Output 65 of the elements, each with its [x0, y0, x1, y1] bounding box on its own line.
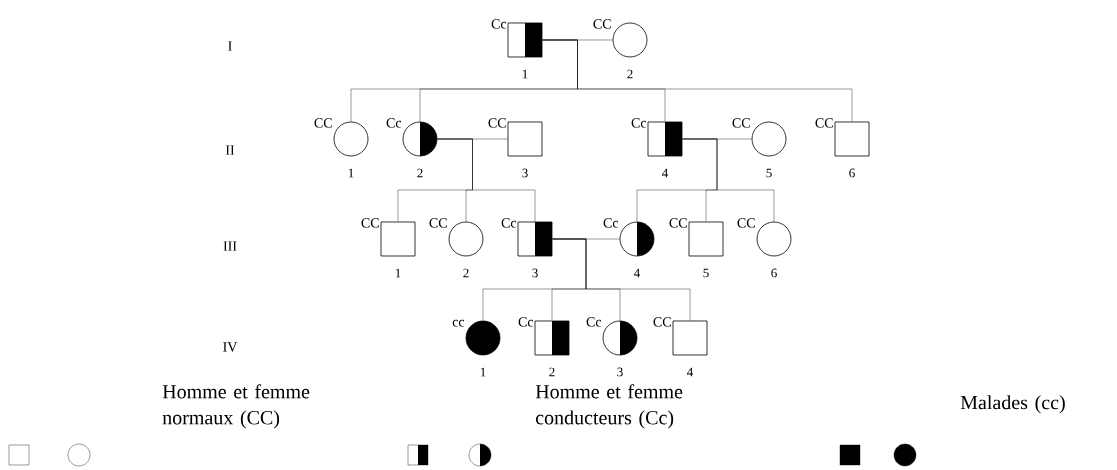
individual-number: 1: [395, 268, 401, 278]
descent-line: [437, 138, 536, 222]
genotype-label: CC: [361, 218, 379, 228]
male-symbol: [672, 320, 708, 356]
individual-number: 3: [522, 168, 528, 178]
male-symbol: [517, 221, 553, 257]
individual-number: 5: [703, 268, 709, 278]
individual-number: 2: [417, 168, 423, 178]
male-symbol: [380, 221, 416, 257]
genotype-label: Cc: [501, 218, 517, 228]
genotype-label: CC: [314, 118, 332, 128]
genotype-label: Cc: [518, 317, 534, 327]
female-symbol: [751, 121, 787, 157]
genotype-label: CC: [653, 317, 671, 327]
male-symbol: [647, 121, 683, 157]
genotype-label: CC: [669, 218, 687, 228]
individual-number: 6: [849, 168, 855, 178]
genotype-label: CC: [732, 118, 750, 128]
individual-number: 2: [463, 268, 469, 278]
generation-numeral: III: [223, 241, 237, 251]
genotype-label: Cc: [631, 118, 647, 128]
female-symbol: [602, 320, 638, 356]
individual-number: 3: [532, 268, 538, 278]
legend-text: Homme et femme normaux (CC): [162, 384, 310, 429]
individual-number: 3: [617, 367, 623, 377]
genotype-label: Cc: [603, 218, 619, 228]
individual-number: 2: [549, 367, 555, 377]
male-symbol: [534, 320, 570, 356]
individual-number: 1: [348, 168, 354, 178]
descent-line: [542, 39, 853, 122]
descent-line: [552, 238, 691, 321]
female-symbol: [612, 22, 648, 58]
genotype-label: CC: [593, 19, 611, 29]
legend-text: Homme et femme conducteurs (Cc): [535, 384, 683, 429]
generation-numeral: IV: [223, 342, 238, 352]
descent-line: [682, 138, 775, 222]
legend-text: Malades (cc): [960, 395, 1065, 414]
genotype-label: CC: [488, 118, 506, 128]
female-symbol: [465, 320, 501, 356]
genotype-label: cc: [452, 319, 465, 327]
genotype-label: Cc: [386, 118, 402, 128]
male-symbol: [688, 221, 724, 257]
male-symbol: [507, 22, 543, 58]
individual-number: 1: [480, 367, 486, 377]
individual-number: 2: [627, 69, 633, 79]
male-symbol: [507, 121, 543, 157]
male-symbol: [834, 121, 870, 157]
individual-number: 4: [662, 168, 669, 178]
genotype-label: Cc: [491, 19, 507, 29]
individual-number: 6: [771, 268, 777, 278]
generation-numeral: I: [228, 41, 232, 51]
generation-numeral: II: [225, 145, 235, 155]
genotype-label: CC: [815, 118, 833, 128]
female-symbol: [756, 221, 792, 257]
individual-number: 4: [687, 367, 694, 377]
genotype-label: Cc: [586, 317, 602, 327]
genotype-label: CC: [737, 218, 755, 228]
female-symbol: [619, 221, 655, 257]
individual-number: 5: [766, 168, 772, 178]
individual-number: 4: [634, 268, 641, 278]
female-symbol: [333, 121, 369, 157]
individual-number: 1: [522, 69, 528, 79]
female-symbol: [402, 121, 438, 157]
female-symbol: [448, 221, 484, 257]
genotype-label: CC: [429, 218, 447, 228]
